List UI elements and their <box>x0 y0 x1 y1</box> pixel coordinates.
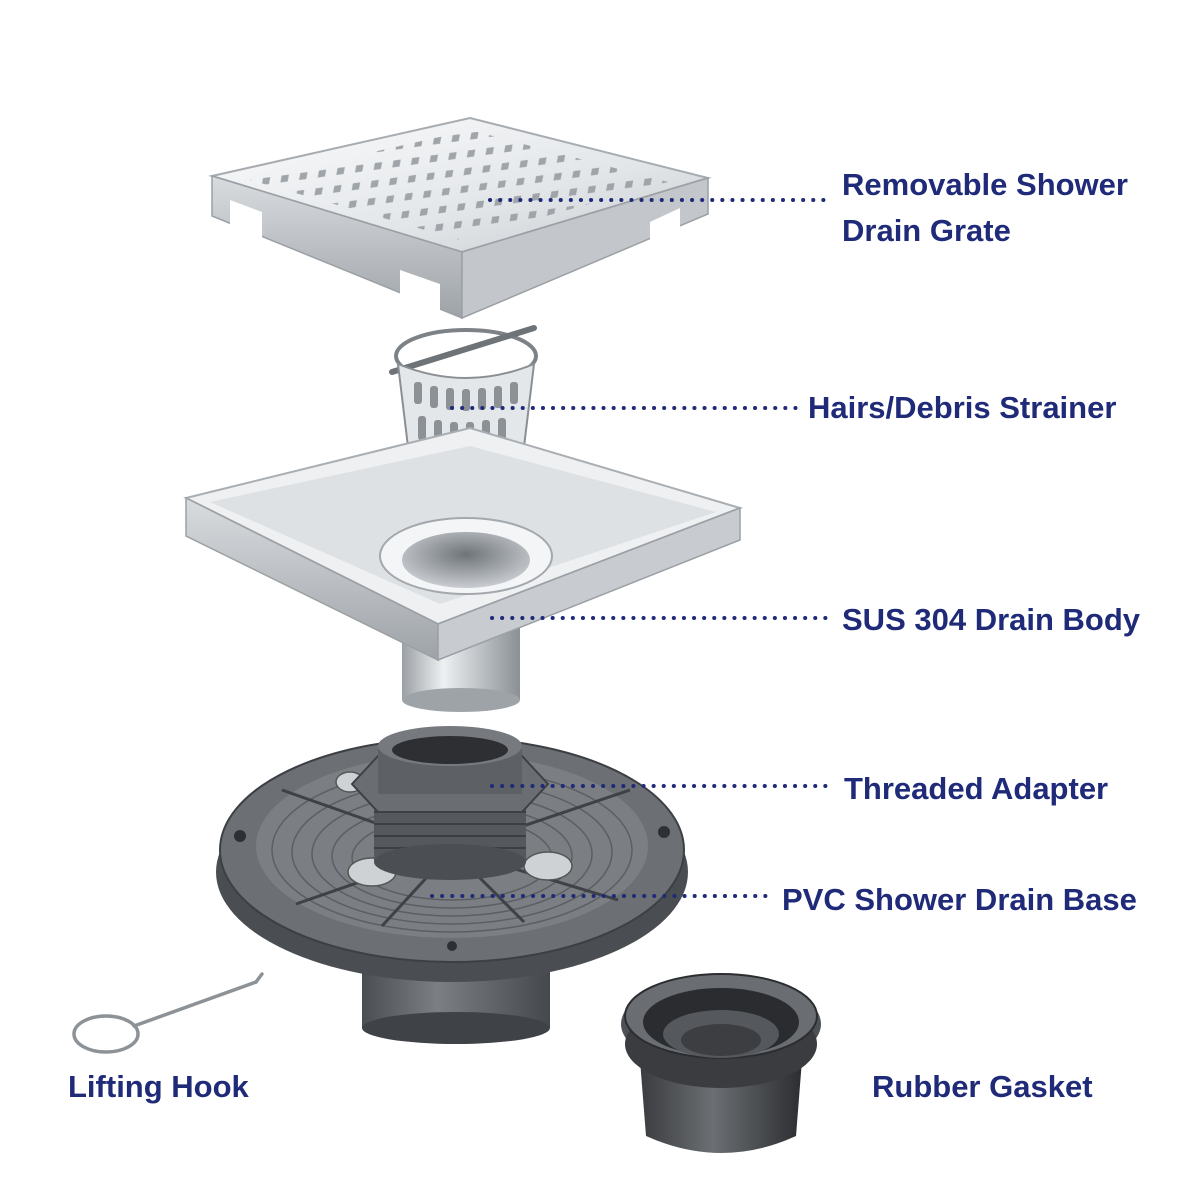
rubber-gasket-illustration <box>621 973 821 1153</box>
gasket-label: Rubber Gasket <box>872 1069 1093 1104</box>
grate-label-line1: Removable Shower <box>842 167 1128 202</box>
base-label: PVC Shower Drain Base <box>782 882 1137 917</box>
threaded-adapter-illustration <box>350 726 550 880</box>
grate-label-line2: Drain Grate <box>842 213 1011 248</box>
drain-body-illustration <box>183 426 744 712</box>
drain-grate-illustration <box>208 116 712 320</box>
lifting-hook-illustration <box>72 972 264 1054</box>
adapter-label: Threaded Adapter <box>844 771 1109 806</box>
body-label: SUS 304 Drain Body <box>842 602 1141 637</box>
leader-lines <box>430 198 836 898</box>
grate-label: Removable Shower Drain Grate <box>842 162 1128 254</box>
strainer-label: Hairs/Debris Strainer <box>808 390 1117 425</box>
hook-label: Lifting Hook <box>68 1069 249 1104</box>
